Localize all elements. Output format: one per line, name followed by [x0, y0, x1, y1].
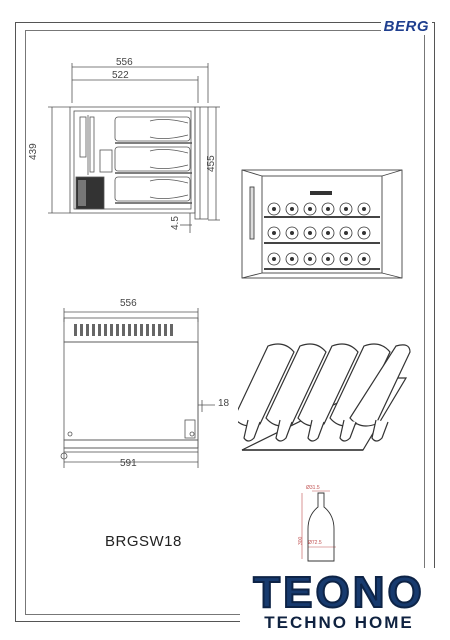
dim-gap: 4.5	[170, 216, 181, 230]
dim-height-right: 455	[206, 155, 217, 172]
bottle-dimension-drawing	[301, 490, 336, 562]
bottle-shelf-drawing	[238, 343, 411, 451]
footer-logo-main: TEONO	[252, 567, 425, 618]
front-view-drawing	[241, 169, 403, 279]
dim-width-inner: 522	[112, 70, 129, 81]
side-view-drawing	[48, 63, 220, 233]
outer-frame	[15, 22, 435, 622]
bottle-side-dim: 300	[298, 536, 304, 545]
bottle-base-dim: Ø72.5	[308, 540, 322, 546]
brand-logo: BERG	[380, 18, 432, 35]
footer-logo-sub: TECHNO HOME	[264, 613, 414, 632]
top-view-drawing	[60, 308, 215, 468]
dim-width-outer: 556	[116, 57, 133, 68]
model-code: BRGSW18	[105, 533, 182, 550]
dim-height-left: 439	[28, 143, 39, 160]
bottle-top-dim: Ø31.5	[306, 485, 320, 491]
inner-frame	[25, 30, 425, 615]
footer-logo-background	[240, 568, 435, 638]
dim-depth: 591	[120, 458, 137, 469]
dim-offset: 18	[218, 398, 230, 409]
dim-top-width: 556	[120, 298, 137, 309]
